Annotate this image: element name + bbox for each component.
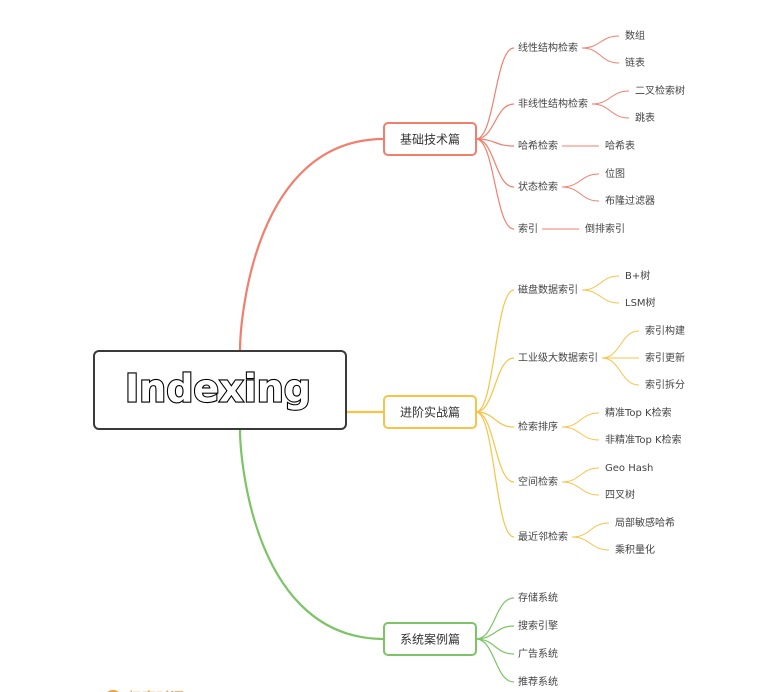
topic-to-leaf-line <box>581 275 620 291</box>
connector-lines <box>238 35 640 683</box>
branch-to-topic-line <box>475 47 515 140</box>
topic-node-label[interactable]: 非线性结构检索 <box>518 97 588 110</box>
branch-to-topic-line <box>475 411 515 428</box>
topic-node-label[interactable]: 线性结构检索 <box>518 41 578 54</box>
branch-to-topic-line <box>475 138 515 230</box>
root-to-branch-line <box>238 137 385 352</box>
branch-to-topic-line <box>475 597 515 640</box>
branch-to-topic-line <box>475 638 515 683</box>
branch-to-topic-line <box>475 138 515 188</box>
branch-to-topic-line <box>475 138 515 147</box>
branch-to-topic-line <box>475 357 515 413</box>
leaf-node-label[interactable]: B+树 <box>625 269 650 282</box>
leaf-node-label[interactable]: 索引更新 <box>645 351 685 364</box>
topic-to-leaf-line <box>601 330 640 359</box>
topic-node-label[interactable]: 广告系统 <box>518 647 558 660</box>
topic-node-label[interactable]: 哈希检索 <box>518 139 558 152</box>
logo-text: 极客时间 <box>128 690 184 692</box>
topic-to-leaf-line <box>561 481 600 496</box>
topic-to-leaf-line <box>581 47 620 64</box>
branch-node-label: 进阶实战篇 <box>400 405 460 420</box>
branch-node[interactable] <box>383 622 477 656</box>
branch-to-topic-line <box>475 411 515 538</box>
branch-to-topic-line <box>475 625 515 640</box>
topic-to-leaf-line <box>591 103 630 119</box>
root-node-label: Indexing <box>125 367 311 411</box>
branch-to-topic-line <box>475 289 515 413</box>
leaf-node-label[interactable]: 索引拆分 <box>645 378 685 391</box>
topic-to-leaf-line <box>591 90 630 105</box>
topic-to-leaf-line <box>561 467 600 483</box>
topic-node-label[interactable]: 存储系统 <box>518 591 558 604</box>
topic-to-leaf-line <box>571 522 610 538</box>
branch-to-topic-line <box>475 638 515 655</box>
topic-to-leaf-line <box>601 357 640 386</box>
leaf-node-label[interactable]: 局部敏感哈希 <box>615 516 675 529</box>
topic-node-label[interactable]: 工业级大数据索引 <box>518 351 598 364</box>
root-to-branch-line <box>238 428 385 641</box>
leaf-node-label[interactable]: 布隆过滤器 <box>605 194 655 207</box>
topic-node-label[interactable]: 推荐系统 <box>518 675 558 688</box>
leaf-node-label[interactable]: 倒排索引 <box>585 222 625 235</box>
topic-to-leaf-line <box>561 412 600 428</box>
leaf-node-label[interactable]: 哈希表 <box>605 139 635 152</box>
branch-node[interactable] <box>383 122 477 156</box>
topic-to-leaf-line <box>561 426 600 441</box>
topic-node-label[interactable]: 空间检索 <box>518 475 558 488</box>
leaf-node-label[interactable]: 四叉树 <box>605 488 635 501</box>
leaf-node-label[interactable]: 精准Top K检索 <box>605 406 672 419</box>
root-node[interactable] <box>93 350 347 430</box>
topic-node-label[interactable]: 搜索引擎 <box>518 619 558 632</box>
topic-to-leaf-line <box>561 173 600 188</box>
leaf-node-label[interactable]: 位图 <box>605 167 625 180</box>
branch-node-label: 基础技术篇 <box>400 132 460 147</box>
topic-node-label[interactable]: 最近邻检索 <box>518 530 568 543</box>
topic-node-label[interactable]: 状态检索 <box>518 180 558 193</box>
topic-node-label[interactable]: 索引 <box>518 222 538 235</box>
leaf-node-label[interactable]: 索引构建 <box>645 324 685 337</box>
topic-to-leaf-line <box>571 536 610 551</box>
leaf-node-label[interactable]: LSM树 <box>625 296 656 309</box>
leaf-node-label[interactable]: Geo Hash <box>605 463 653 474</box>
leaf-node-label[interactable]: 乘积量化 <box>615 543 655 556</box>
leaf-node-label[interactable]: 二叉检索树 <box>635 84 685 97</box>
topic-to-leaf-line <box>581 289 620 304</box>
topic-node-label[interactable]: 检索排序 <box>518 420 558 433</box>
topic-to-leaf-line <box>561 186 600 202</box>
branch-node[interactable] <box>383 395 477 429</box>
leaf-node-label[interactable]: 非精准Top K检索 <box>605 433 682 446</box>
branch-to-topic-line <box>475 103 515 140</box>
leaf-node-label[interactable]: 链表 <box>625 56 645 69</box>
branch-node-label: 系统案例篇 <box>400 632 460 647</box>
topic-node-label[interactable]: 磁盘数据索引 <box>518 283 578 296</box>
leaf-node-label[interactable]: 数组 <box>625 29 645 42</box>
leaf-node-label[interactable]: 跳表 <box>635 111 655 124</box>
branch-to-topic-line <box>475 411 515 483</box>
topic-to-leaf-line <box>581 35 620 49</box>
